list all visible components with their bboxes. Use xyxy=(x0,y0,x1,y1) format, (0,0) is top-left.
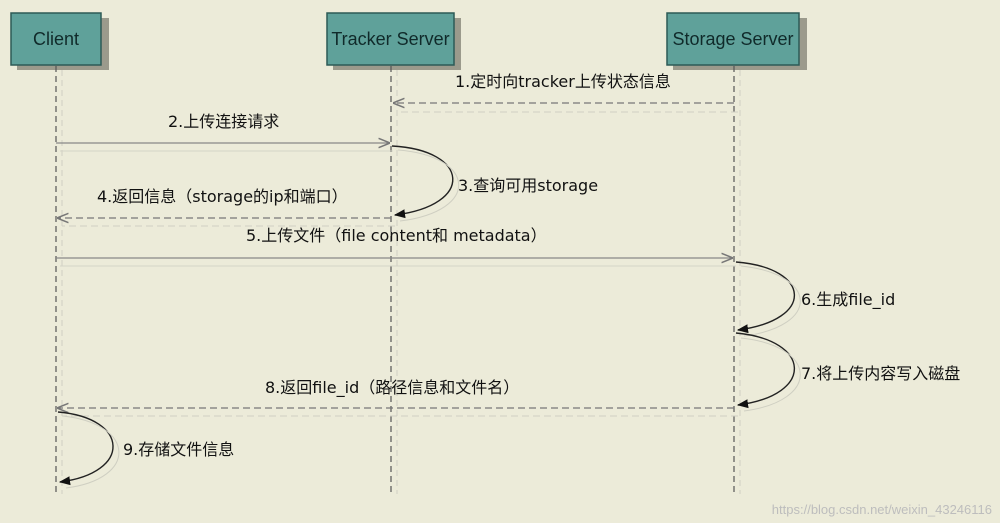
actor-label-storage: Storage Server xyxy=(672,29,794,49)
message-2: 2.上传连接请求 xyxy=(168,112,280,131)
actor-box-tracker xyxy=(326,12,461,70)
message-9: 9.存储文件信息 xyxy=(123,440,235,459)
arrow-9-shadow xyxy=(62,415,120,489)
actor-label-tracker: Tracker Server xyxy=(331,29,450,49)
message-3: 3.查询可用storage xyxy=(458,176,599,195)
message-7: 7.将上传内容写入磁盘 xyxy=(801,364,961,383)
message-4: 4.返回信息（storage的ip和端口） xyxy=(97,187,348,206)
actor-label-client: Client xyxy=(32,29,80,49)
actor-box-client xyxy=(10,12,109,70)
arrow-7-shadow xyxy=(740,337,801,412)
message-1: 1.定时向tracker上传状态信息 xyxy=(455,72,671,91)
arrow-3-shadow xyxy=(397,149,460,222)
watermark-url: https://blog.csdn.net/weixin_43246116 xyxy=(771,502,992,517)
message-6: 6.生成file_id xyxy=(801,290,896,309)
message-8: 8.返回file_id（路径信息和文件名） xyxy=(265,378,520,397)
arrow-7 xyxy=(735,332,795,409)
message-5: 5.上传文件（file content和 metadata） xyxy=(246,226,547,245)
arrow-9 xyxy=(57,411,114,486)
arrow-6 xyxy=(735,261,795,334)
actor-box-storage xyxy=(666,12,807,70)
arrow-6-shadow xyxy=(740,265,801,337)
arrow-3 xyxy=(391,145,454,219)
